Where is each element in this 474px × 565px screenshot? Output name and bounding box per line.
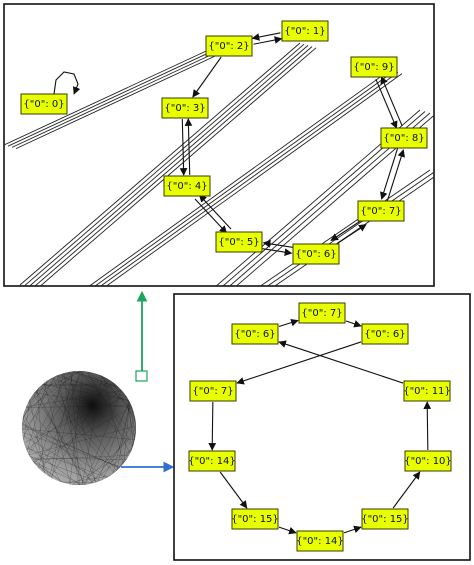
bottom-node-label: {"0": 14} — [296, 536, 344, 547]
top-node-t5: {"0": 5} — [215, 231, 263, 253]
bottom-edge-b14b-to-b15b — [343, 525, 362, 534]
top-node-t3: {"0": 3} — [161, 97, 209, 119]
bottom-node-b6b: {"0": 6} — [361, 323, 409, 345]
top-node-t8: {"0": 8} — [380, 127, 428, 149]
bottom-node-b10: {"0": 10} — [404, 450, 452, 472]
bottom-panel-frame — [173, 293, 471, 561]
top-edge-t7-to-t6 — [330, 219, 364, 241]
bottom-edge-b15b-to-b10 — [392, 471, 421, 509]
bottom-edge-layer — [208, 318, 432, 535]
top-self-loop-edge — [53, 71, 81, 95]
bottom-edge-b11-to-b6a — [278, 340, 404, 384]
top-node-t0: {"0": 0} — [20, 93, 68, 115]
bottom-edge-b15a-to-b14b — [278, 526, 297, 535]
top-edge-t2-to-t1 — [253, 36, 283, 45]
bottom-edge-b6a-to-b7a — [278, 318, 299, 328]
bottom-node-b11: {"0": 11} — [403, 380, 451, 402]
bottom-edge-b7a-to-b6b — [345, 320, 362, 328]
bottom-node-label: {"0": 11} — [403, 386, 451, 397]
top-node-t2: {"0": 2} — [205, 35, 253, 57]
top-node-box — [215, 231, 263, 253]
bottom-node-label: {"0": 6} — [234, 329, 275, 340]
bottom-node-b15b: {"0": 15} — [361, 508, 409, 530]
bottom-node-b7a: {"0": 7} — [298, 302, 346, 324]
bottom-node-b7b: {"0": 7} — [189, 380, 237, 402]
top-node-label: {"0": 9} — [353, 62, 394, 73]
bottom-node-b6a: {"0": 6} — [231, 323, 279, 345]
top-node-box — [205, 35, 253, 57]
top-node-box — [292, 243, 340, 265]
top-edge-t7-to-t8 — [386, 149, 405, 202]
top-node-label: {"0": 5} — [218, 237, 259, 248]
top-edge-t5-to-t6 — [262, 248, 293, 256]
bottom-node-box — [231, 508, 279, 530]
bottom-node-box — [403, 380, 451, 402]
top-node-layer: {"0": 0} {"0": 1} {"0": 2} {"0": 3} {"0": 4}… — [20, 20, 428, 265]
top-edge-t3-to-t4 — [179, 119, 188, 176]
top-edge-t2-to-t3 — [192, 56, 222, 98]
top-node-t1: {"0": 1} — [281, 20, 329, 42]
top-edge-t8-to-t9 — [380, 76, 403, 127]
top-node-label: {"0": 1} — [284, 26, 325, 37]
bottom-node-label: {"0": 14} — [188, 456, 236, 467]
top-edge-layer — [53, 32, 405, 256]
top-node-label: {"0": 7} — [360, 206, 401, 217]
bottom-node-box — [361, 323, 409, 345]
bottom-edge-b7b-to-b14a — [208, 401, 217, 451]
top-node-box — [161, 97, 209, 119]
bottom-edge-b10-to-b11 — [423, 401, 432, 451]
top-node-box — [163, 175, 211, 197]
top-edge-t5-to-t4 — [198, 194, 232, 230]
bottom-node-box — [298, 302, 346, 324]
bottom-node-b14a: {"0": 14} — [188, 450, 236, 472]
top-node-box — [350, 56, 398, 78]
top-edge-t9-to-t8 — [375, 78, 398, 129]
top-node-box — [380, 127, 428, 149]
bottom-node-label: {"0": 6} — [364, 329, 405, 340]
top-edge-t8-to-t7 — [380, 147, 399, 200]
bottom-node-box — [231, 323, 279, 345]
bottom-edge-b14a-to-b15a — [219, 471, 248, 509]
top-node-t9: {"0": 9} — [350, 56, 398, 78]
top-node-box — [20, 93, 68, 115]
top-node-label: {"0": 0} — [23, 99, 64, 110]
bottom-node-box — [188, 450, 236, 472]
bottom-node-box — [296, 530, 344, 552]
top-edge-t4-to-t5 — [194, 198, 228, 234]
bottom-node-label: {"0": 15} — [231, 514, 279, 525]
top-node-label: {"0": 3} — [164, 103, 205, 114]
top-node-box — [281, 20, 329, 42]
top-edge-t6-to-t7 — [333, 224, 367, 246]
top-node-box — [357, 200, 405, 222]
bottom-node-box — [404, 450, 452, 472]
bottom-edge-b6b-to-b7b — [236, 341, 362, 385]
bottom-node-b14b: {"0": 14} — [296, 530, 344, 552]
top-node-t7: {"0": 7} — [357, 200, 405, 222]
zoom-region-marker — [135, 370, 148, 382]
bottom-node-b15a: {"0": 15} — [231, 508, 279, 530]
top-node-label: {"0": 2} — [208, 41, 249, 52]
top-node-label: {"0": 8} — [383, 133, 424, 144]
top-edge-t6-to-t5 — [262, 240, 293, 248]
bottom-node-layer: {"0": 7} {"0": 6} {"0": 6} {"0": 7} {"0": 11… — [188, 302, 452, 552]
top-node-label: {"0": 6} — [295, 249, 336, 260]
top-node-t6: {"0": 6} — [292, 243, 340, 265]
bottom-node-box — [361, 508, 409, 530]
bottom-node-label: {"0": 15} — [361, 514, 409, 525]
bottom-node-box — [189, 380, 237, 402]
top-node-label: {"0": 4} — [166, 181, 207, 192]
top-edge-t1-to-t2 — [251, 32, 281, 41]
top-edge-t4-to-t3 — [184, 118, 193, 175]
bottom-node-label: {"0": 7} — [301, 308, 342, 319]
bottom-node-label: {"0": 7} — [192, 386, 233, 397]
bottom-node-label: {"0": 10} — [404, 456, 452, 467]
overview-graph-ball — [22, 371, 136, 485]
top-node-t4: {"0": 4} — [163, 175, 211, 197]
